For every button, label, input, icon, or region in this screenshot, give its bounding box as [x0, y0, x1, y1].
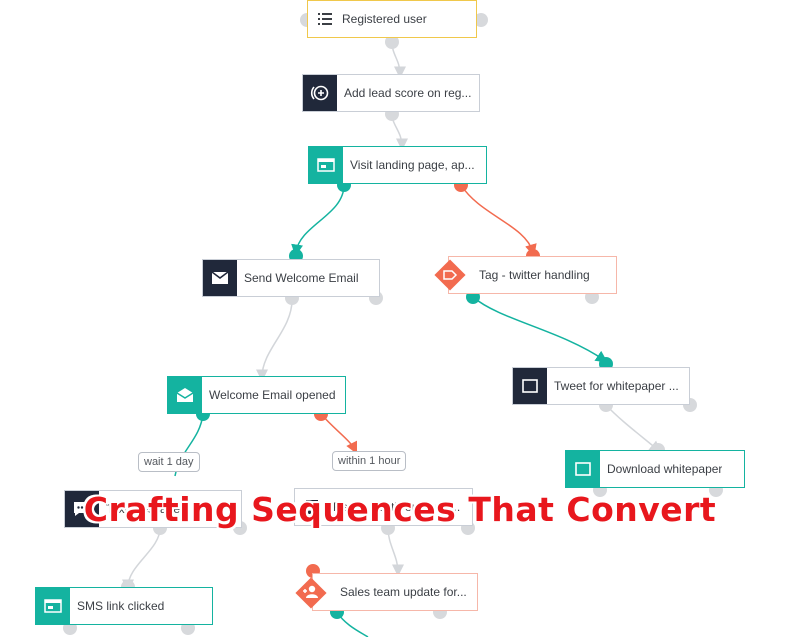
connector-landing-yes: [291, 184, 345, 257]
score-plus-icon: [303, 75, 337, 111]
browser-window-icon: [36, 588, 70, 624]
open-envelope-icon: [168, 377, 202, 413]
node-visit-landing-page[interactable]: Visit landing page, ap...: [308, 146, 487, 184]
connector-landing-no: [460, 184, 537, 257]
node-sms-link-clicked[interactable]: SMS link clicked: [35, 587, 213, 625]
node-label: Text message: [106, 502, 181, 516]
overlay-title: Crafting Sequences That Convert: [83, 490, 717, 529]
window-icon: [513, 368, 547, 404]
node-tweet-for-whitepaper[interactable]: Tweet for whitepaper ...: [512, 367, 690, 405]
browser-window-icon: [309, 147, 343, 183]
add-person-icon: [294, 576, 328, 610]
connector-tweet-to-download: [605, 404, 662, 453]
condition-within-1-hour[interactable]: within 1 hour: [332, 451, 407, 471]
node-welcome-email-opened[interactable]: Welcome Email opened: [167, 376, 346, 414]
node-add-lead-score[interactable]: Add lead score on reg...: [302, 74, 480, 112]
node-label: Add lead score on reg...: [344, 86, 472, 100]
node-tag-twitter-handling[interactable]: Tag - twitter handling: [448, 256, 617, 294]
chat-bubble-icon: [65, 491, 99, 527]
node-reach-out[interactable]: Reach out through my...: [294, 488, 473, 526]
node-label: Registered user: [342, 12, 427, 26]
node-label: Reach out through my...: [333, 500, 461, 514]
connector-sendwelcome-to-opened: [256, 299, 293, 382]
window-icon: [566, 451, 600, 487]
node-send-welcome-email[interactable]: Send Welcome Email: [202, 259, 380, 297]
node-label: Sales team update for...: [340, 585, 467, 599]
node-text-message[interactable]: Text message: [64, 490, 242, 528]
node-label: Send Welcome Email: [244, 271, 359, 285]
node-label: Visit landing page, ap...: [350, 158, 475, 172]
node-registered-user[interactable]: Registered user: [307, 0, 477, 38]
node-label: Download whitepaper: [607, 462, 723, 476]
node-sales-team-update[interactable]: Sales team update for...: [312, 573, 478, 611]
list-icon: [308, 1, 342, 37]
node-label: Tweet for whitepaper ...: [554, 379, 679, 393]
node-download-whitepaper[interactable]: Download whitepaper: [565, 450, 745, 488]
connector-text-to-sms: [122, 527, 161, 592]
node-label: Welcome Email opened: [209, 388, 336, 402]
node-label: SMS link clicked: [77, 599, 165, 613]
condition-wait-1-day[interactable]: wait 1 day: [138, 452, 200, 472]
tag-icon: [434, 259, 466, 291]
document-icon: [295, 489, 329, 525]
envelope-icon: [203, 260, 237, 296]
node-label: Tag - twitter handling: [479, 268, 590, 282]
connector-opened-no: [320, 413, 358, 455]
connector-tag-to-tweet: [472, 296, 608, 363]
